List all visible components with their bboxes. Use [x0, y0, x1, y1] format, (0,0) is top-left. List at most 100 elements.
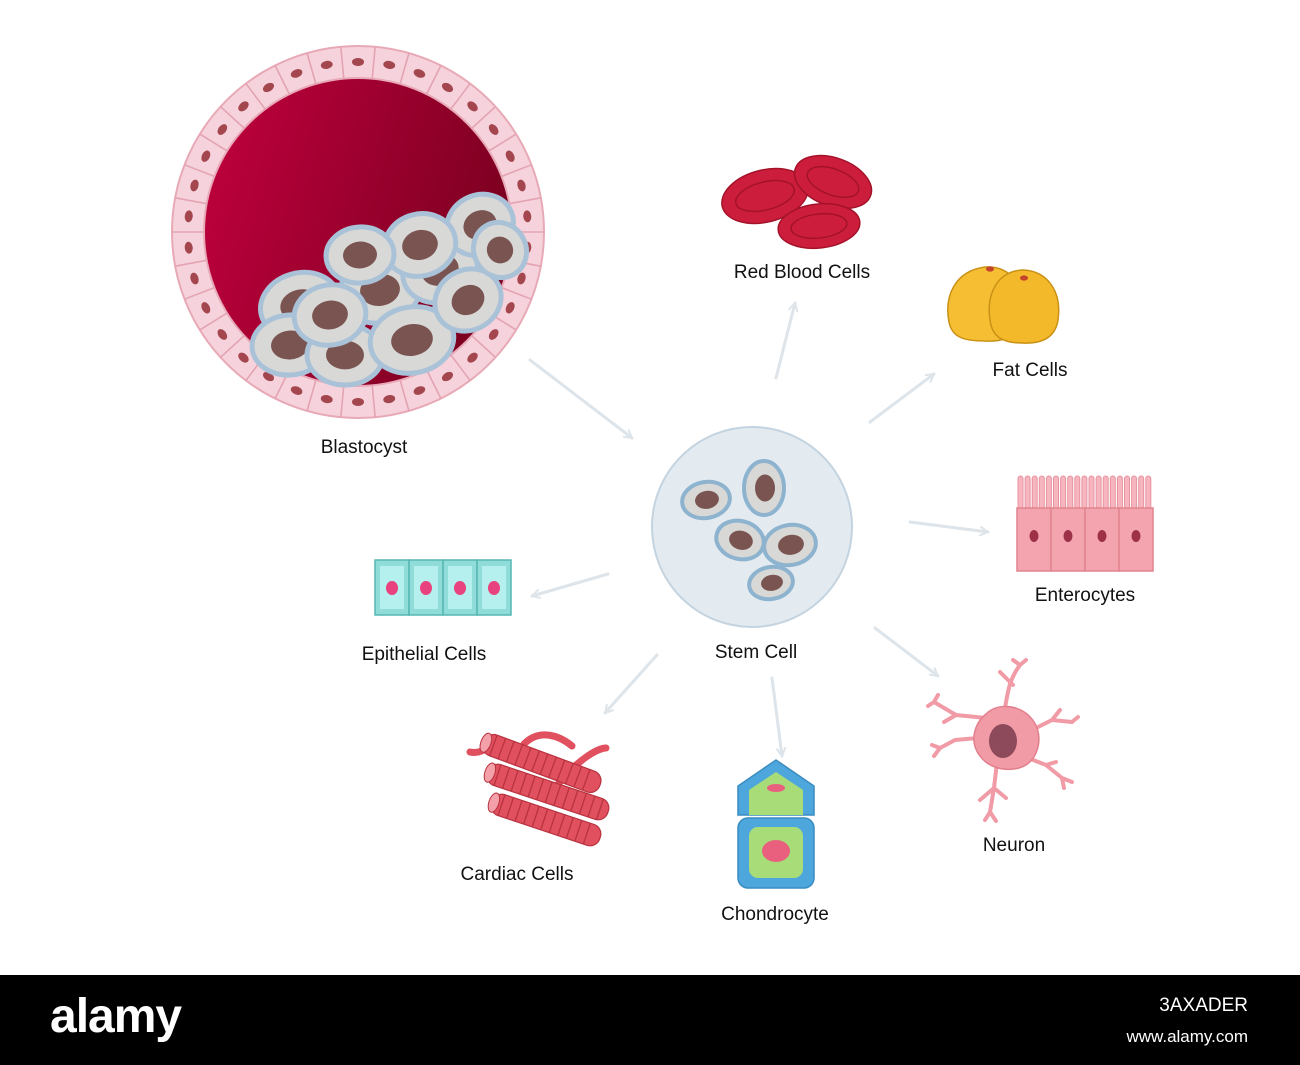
trophoblast-nucleus	[238, 101, 249, 112]
trophoblast-cell-border	[425, 65, 442, 95]
trophoblast-cell-border	[199, 312, 228, 331]
microvillus	[1116, 475, 1123, 510]
trophoblast-cell-border	[450, 83, 471, 110]
arrow-to-neuron	[873, 626, 940, 678]
trophoblast-cell-border	[199, 133, 228, 152]
label-epithelial-cells: Epithelial Cells	[361, 644, 487, 665]
cardiac-striation	[556, 759, 566, 782]
label-blastocyst: Blastocyst	[320, 437, 408, 458]
inner-cell-nucleus	[343, 241, 377, 269]
label-neuron: Neuron	[982, 835, 1046, 856]
trophoblast-nucleus	[184, 241, 193, 254]
trophoblast-cell-border	[306, 52, 317, 85]
inner-cell-nucleus	[402, 229, 438, 261]
cardiac-striation	[574, 820, 583, 842]
microvillus	[1095, 475, 1102, 510]
trophoblast-nucleus	[383, 395, 396, 404]
arrow-to-red-blood-cells	[774, 301, 795, 380]
trophoblast-cell-border	[399, 379, 410, 412]
label-cardiac-cells: Cardiac Cells	[460, 864, 574, 885]
cardiac-striation	[582, 822, 591, 845]
stem-cell-nucleus	[761, 574, 783, 591]
cardiac-striation	[536, 778, 545, 801]
enterocyte-nucleus	[1097, 530, 1107, 542]
arrow-to-chondrocyte	[770, 676, 782, 758]
arrows	[528, 301, 990, 758]
trophoblast-nucleus	[441, 82, 454, 93]
microvillus	[1053, 475, 1059, 510]
neuron-illustration	[926, 658, 1080, 823]
image-id: 3AXADER	[1159, 995, 1248, 1016]
trophoblast-cell-border	[184, 286, 215, 300]
trophoblast-nucleus	[505, 150, 515, 162]
cardiac-striation	[565, 817, 574, 839]
cardiac-cells-illustration	[466, 731, 610, 847]
arrow-blastocyst-to-stem	[528, 358, 634, 440]
inner-cell-nucleus	[312, 300, 348, 330]
trophoblast-cell-border	[274, 65, 291, 95]
cardiac-fiber	[479, 732, 602, 794]
cardiac-striation	[553, 784, 562, 806]
stem-cell-nucleus	[695, 490, 719, 509]
cardiac-striation	[527, 775, 536, 798]
cardiac-striation	[557, 814, 566, 836]
label-chondrocyte: Chondrocyte	[721, 904, 829, 925]
epithelial-cells-illustration	[374, 559, 512, 616]
cardiac-striation	[561, 787, 570, 809]
trophoblast-nucleus	[488, 329, 499, 340]
cardiac-striation	[519, 773, 528, 795]
microvillus	[1131, 475, 1138, 510]
microvillus	[1124, 475, 1130, 510]
cardiac-striation	[548, 756, 557, 778]
microvillus	[1138, 475, 1145, 510]
cardiac-striation	[505, 797, 515, 819]
cardiac-striation	[564, 763, 574, 785]
trophoblast-nucleus	[383, 60, 396, 69]
inner-cell-nucleus	[271, 330, 309, 360]
cardiac-striation	[587, 795, 596, 818]
trophoblast-cell-border	[450, 354, 471, 381]
epithelial-nucleus	[386, 581, 398, 595]
trophoblast-cell-border	[220, 335, 245, 358]
trophoblast-nucleus	[190, 272, 199, 285]
cardiac-striation	[539, 753, 549, 775]
microvillus	[1024, 475, 1031, 510]
cardiac-striation	[510, 770, 519, 792]
trophoblast-cell-border	[501, 164, 532, 178]
blastocyst-illustration	[171, 45, 545, 419]
chondrocyte-illustration	[737, 759, 815, 889]
trophoblast-cell-border	[371, 385, 376, 418]
cardiac-striation	[578, 792, 587, 815]
trophoblast-nucleus	[238, 352, 249, 363]
cardiac-striation	[497, 794, 506, 816]
trophoblast-cell-border	[488, 133, 517, 152]
epithelial-nucleus	[488, 581, 500, 595]
label-enterocytes: Enterocytes	[1034, 585, 1136, 606]
microvillus	[1060, 475, 1067, 510]
microvillus	[1067, 475, 1074, 510]
label-fat-cells: Fat Cells	[992, 360, 1068, 381]
stem-cell-nucleus	[729, 530, 753, 550]
trophoblast-cell-border	[175, 259, 207, 267]
enterocyte-nucleus	[1131, 530, 1141, 542]
cardiac-striation	[595, 798, 605, 820]
label-red-blood-cells: Red Blood Cells	[733, 262, 871, 283]
trophoblast-cell-border	[501, 286, 532, 300]
cardiac-striation	[493, 764, 502, 786]
microvillus	[1017, 475, 1024, 510]
trophoblast-nucleus	[217, 329, 228, 340]
microvillus	[1038, 475, 1045, 510]
epithelial-nucleus	[454, 581, 466, 595]
cardiac-striation	[531, 805, 540, 828]
trophoblast-nucleus	[320, 60, 333, 69]
cardiac-striation	[544, 781, 553, 803]
epithelial-nucleus	[420, 581, 432, 595]
trophoblast-cell-border	[175, 197, 207, 205]
trophoblast-nucleus	[290, 386, 303, 395]
trophoblast-nucleus	[413, 69, 426, 78]
trophoblast-nucleus	[201, 302, 211, 314]
trophoblast-nucleus	[201, 150, 211, 162]
trophoblast-nucleus	[262, 82, 275, 93]
site-url[interactable]: www.alamy.com	[1126, 1027, 1248, 1046]
brand-logo[interactable]: alamy	[50, 990, 182, 1043]
